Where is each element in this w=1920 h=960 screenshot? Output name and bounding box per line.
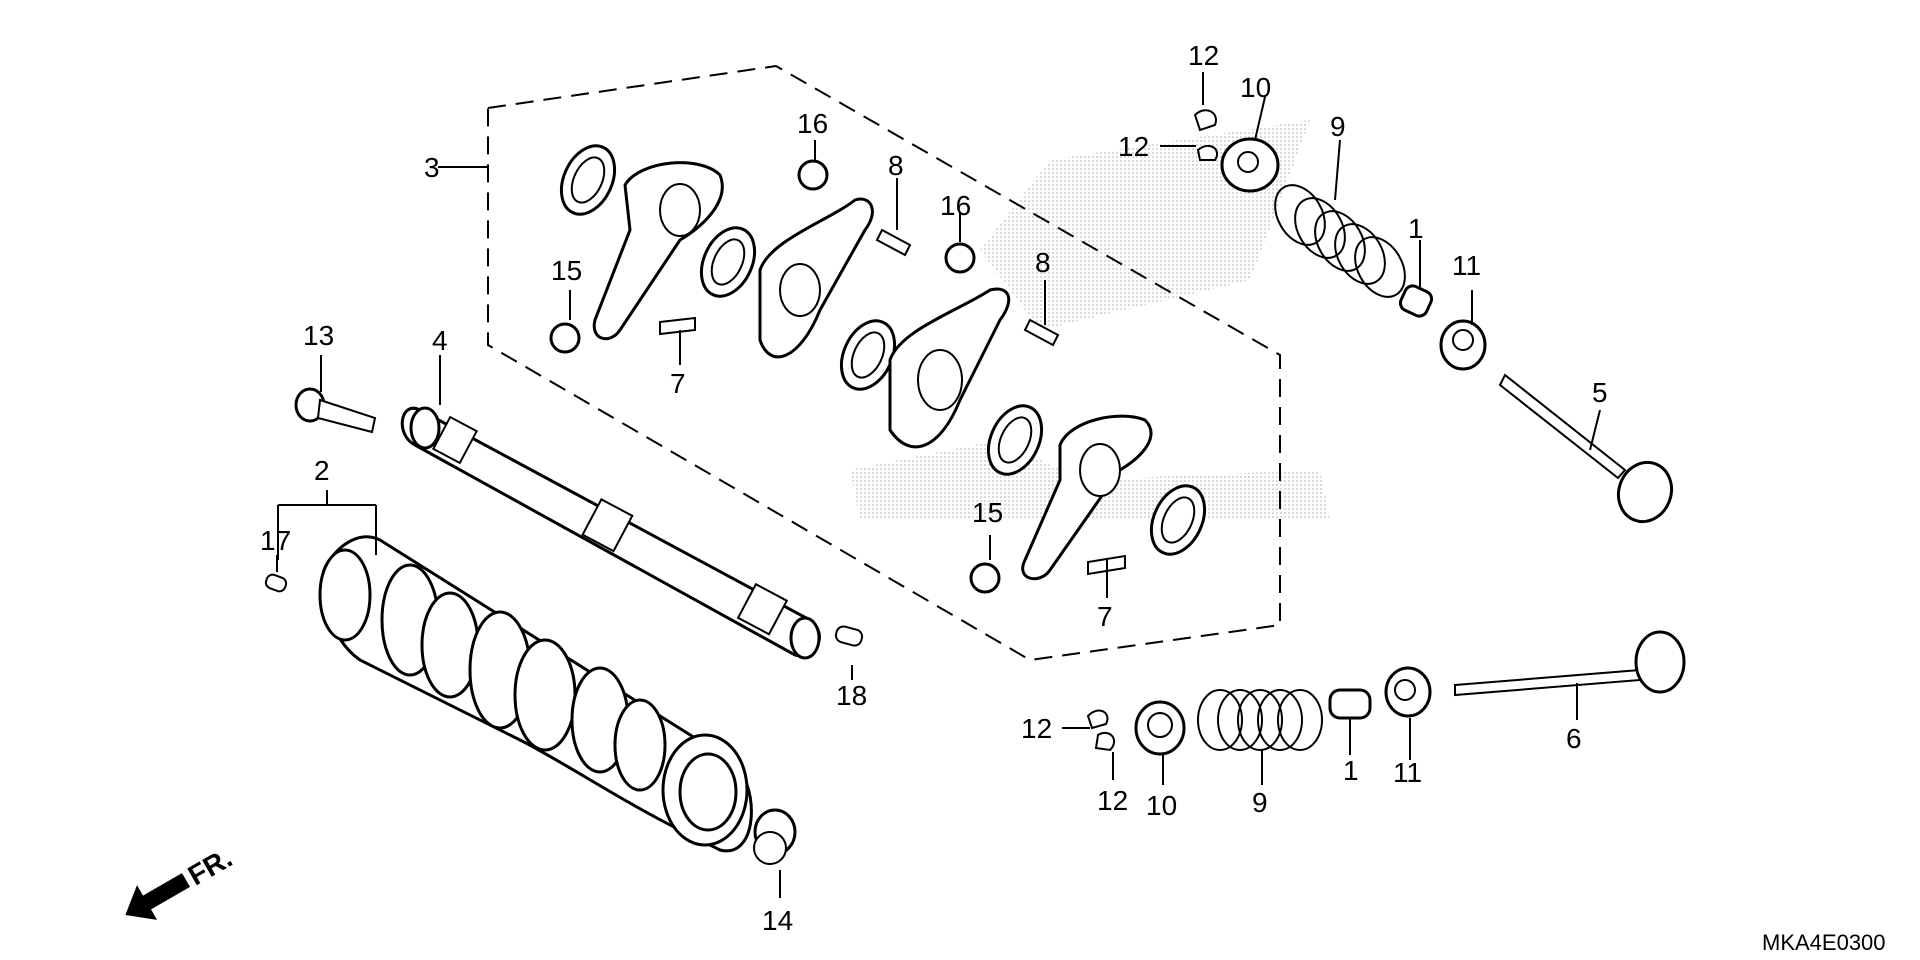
diagram-code: MKA4E0300 (1762, 930, 1886, 955)
rocker-arms (559, 144, 1207, 581)
callout-1a: 1 (1408, 213, 1424, 244)
arrow-left-icon (125, 873, 190, 920)
callout-10b: 10 (1146, 790, 1177, 821)
upper-valve-group (1193, 109, 1673, 524)
callout-12d: 12 (1097, 785, 1128, 816)
callout-3: 3 (424, 152, 440, 183)
callout-12b: 12 (1118, 131, 1149, 162)
callout-4: 4 (432, 325, 448, 356)
callout-13: 13 (303, 320, 334, 351)
dowel-pin-17 (264, 573, 288, 593)
callout-16b: 16 (940, 190, 971, 221)
callout-15a: 15 (551, 255, 582, 286)
callout-8b: 8 (1035, 247, 1051, 278)
front-label: FR. (183, 842, 238, 891)
leader-lines (276, 72, 1601, 898)
rocker-shaft (400, 406, 821, 660)
pin-18 (834, 625, 864, 647)
camshaft (318, 535, 753, 853)
lower-valve-group (1086, 630, 1686, 756)
callout-17: 17 (260, 525, 291, 556)
callout-1b: 1 (1343, 755, 1359, 786)
fasteners (549, 159, 1126, 594)
callout-10a: 10 (1240, 72, 1271, 103)
callout-11b: 11 (1393, 757, 1422, 788)
callout-11a: 11 (1452, 250, 1481, 281)
callout-9a: 9 (1330, 111, 1346, 142)
callout-6: 6 (1566, 723, 1582, 754)
bolt-13 (294, 387, 377, 434)
callout-16a: 16 (797, 108, 828, 139)
callout-18: 18 (836, 680, 867, 711)
callout-14: 14 (762, 905, 793, 936)
front-direction-arrow: FR. (125, 842, 238, 920)
valve-spring-lower (1197, 689, 1323, 751)
callout-12c: 12 (1021, 713, 1052, 744)
valve-spring-upper (1274, 184, 1406, 298)
callout-12a: 12 (1188, 40, 1219, 71)
callout-9b: 9 (1252, 787, 1268, 818)
callout-5: 5 (1592, 377, 1608, 408)
callout-15b: 15 (972, 497, 1003, 528)
callout-8a: 8 (888, 150, 904, 181)
callout-2: 2 (314, 455, 330, 486)
callout-7a: 7 (670, 368, 686, 399)
rocker-assembly-box (487, 64, 1281, 662)
callout-labels: 1 1 2 3 4 5 6 7 7 8 8 9 9 10 10 11 11 12… (260, 40, 1608, 936)
plug-14 (753, 808, 797, 865)
callout-7b: 7 (1097, 601, 1113, 632)
